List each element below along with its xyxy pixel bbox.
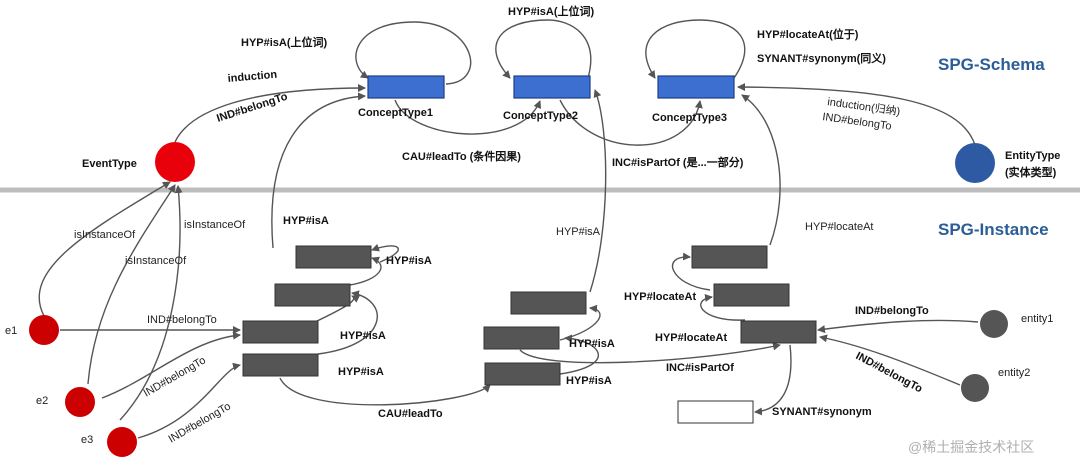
label-inst-synonym: SYNANT#synonym (772, 406, 872, 418)
label-inst-isa-mid: HYP#isA (556, 226, 601, 238)
label-ct2-isa: HYP#isA(上位词) (508, 4, 595, 18)
edge-inst-isa-up (271, 92, 366, 249)
edge-e2-instanceof (87, 184, 176, 385)
concept-type-3-label: ConceptType3 (652, 112, 727, 124)
edge-ct2-to-ct3-inc (559, 99, 703, 146)
edge-e2-belong (101, 331, 241, 399)
label-ct1-isa: HYP#isA(上位词) (241, 35, 328, 49)
edge-e1-instanceof (38, 181, 171, 317)
label-cau-lead: CAU#leadTo (条件因果) (402, 149, 521, 163)
label-e1-belong: IND#belongTo (147, 314, 217, 326)
label-inc-part: INC#isPartOf (是...一部分) (612, 155, 744, 169)
label-inst-isa-up: HYP#isA (283, 215, 329, 227)
edge-synonym (754, 344, 792, 416)
edge-entity2-belong (819, 334, 961, 386)
label-ct3-locate: HYP#locateAt(位于) (757, 27, 859, 41)
label-ent1-belong: IND#belongTo (855, 305, 929, 317)
concept-type-2-label: ConceptType2 (503, 110, 578, 122)
instance-box-a[interactable] (295, 245, 372, 269)
concept-type-2-box[interactable] (513, 75, 591, 99)
watermark: @稀土掘金技术社区 (908, 439, 1034, 455)
entity-type-label-1: EntityType (1005, 150, 1060, 162)
edge-ct1-self-isa (355, 21, 472, 85)
label-inst-inc: INC#isPartOf (666, 362, 734, 374)
e1-label: e1 (5, 325, 17, 337)
edge-ct1-to-ct2-cau (394, 99, 542, 135)
event-type-node[interactable] (155, 142, 195, 182)
edge-boxe-to-boxd (317, 290, 378, 355)
label-instanceof-2: isInstanceOf (184, 219, 246, 231)
instance-box-j[interactable] (740, 320, 817, 344)
label-instanceof-1: isInstanceOf (74, 229, 136, 241)
label-inst-locate-b: HYP#locateAt (655, 332, 727, 344)
e2-label: e2 (36, 395, 48, 407)
edge-inst-locate-up (741, 94, 781, 246)
instance-box-g[interactable] (484, 362, 561, 386)
edge-boxc-to-boxb (349, 256, 382, 286)
event-instance-e1[interactable] (29, 315, 59, 345)
entity1-label: entity1 (1021, 313, 1053, 325)
e3-label: e3 (81, 434, 93, 446)
label-inst-locate-up: HYP#locateAt (805, 221, 873, 233)
concept-type-3-box[interactable] (657, 75, 735, 99)
concept-type-1-box[interactable] (367, 75, 445, 99)
label-ct3-synant: SYNANT#synonym(同义) (757, 51, 886, 65)
edge-inst-inc-part (519, 342, 781, 364)
instance-box-e[interactable] (510, 291, 587, 315)
edge-entity1-belong (817, 319, 979, 334)
edge-ct3-self-locate (645, 19, 746, 79)
entity-type-node[interactable] (955, 143, 995, 183)
label-e3-belong: IND#belongTo (167, 400, 233, 445)
instance-box-f[interactable] (483, 326, 560, 350)
instance-box-empty[interactable] (677, 400, 754, 424)
instance-box-h[interactable] (691, 245, 768, 269)
label-e2-belong: IND#belongTo (142, 354, 208, 399)
edge-boxb-loop (371, 243, 399, 263)
entity-instance-2[interactable] (961, 374, 989, 402)
edge-ct2-self-isa (495, 19, 592, 79)
edge-right-locate-b (700, 293, 746, 321)
edge-entity-to-ct3 (737, 83, 976, 146)
event-type-label: EventType (82, 158, 137, 170)
instance-box-i[interactable] (713, 283, 790, 307)
edge-midd-to-midb (559, 334, 599, 375)
edge-right-locate-a (671, 252, 711, 291)
instance-box-d[interactable] (242, 353, 319, 377)
label-inst-isa-d: HYP#isA (569, 338, 615, 350)
section-title-instance: SPG-Instance (938, 220, 1049, 239)
instance-box-b[interactable] (274, 283, 351, 307)
label-inst-cau: CAU#leadTo (378, 408, 443, 420)
label-inst-isa-e: HYP#isA (566, 375, 612, 387)
event-instance-e2[interactable] (65, 387, 95, 417)
edge-inst-cau-lead (279, 377, 491, 406)
instance-box-c[interactable] (242, 320, 319, 344)
label-inst-isa-b: HYP#isA (340, 330, 386, 342)
label-inst-isa-c: HYP#isA (338, 366, 384, 378)
entity-type-label-2: (实体类型) (1005, 165, 1057, 179)
entity-instance-1[interactable] (980, 310, 1008, 338)
edge-event-to-ct1 (174, 84, 366, 143)
edge-e3-instanceof (119, 185, 183, 421)
label-inst-locate-a: HYP#locateAt (624, 291, 696, 303)
edge-inst-isa-up-mid (589, 89, 607, 293)
event-instance-e3[interactable] (107, 427, 137, 457)
section-title-schema: SPG-Schema (938, 55, 1045, 74)
entity2-label: entity2 (998, 367, 1030, 379)
edge-e3-belong (137, 362, 241, 439)
concept-type-1-label: ConceptType1 (358, 107, 433, 119)
label-ind-belong: IND#belongTo (215, 91, 289, 125)
label-inst-isa-a: HYP#isA (386, 255, 432, 267)
label-induction: induction (227, 69, 278, 85)
label-instanceof-3: isInstanceOf (125, 255, 187, 267)
